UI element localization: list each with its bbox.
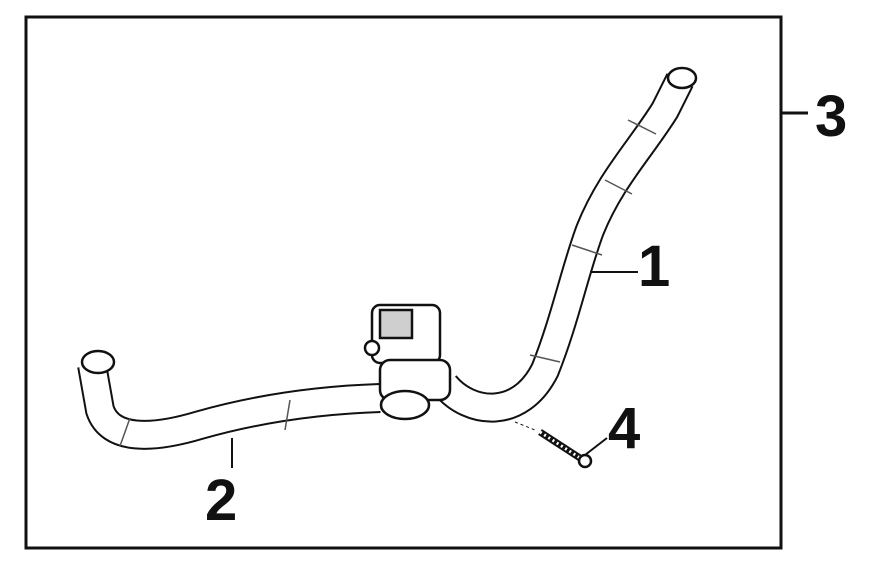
callout-4: 4 xyxy=(608,396,641,461)
leader-line-4 xyxy=(584,437,608,456)
hose-2-clamp xyxy=(80,349,116,375)
hose-1 xyxy=(433,66,698,423)
assembly-frame xyxy=(24,15,783,550)
hose-1-clamp xyxy=(666,66,698,90)
hose-2 xyxy=(77,349,381,450)
air-valve xyxy=(363,303,452,421)
bolt-4 xyxy=(514,421,593,469)
callout-1: 1 xyxy=(638,234,671,299)
callout-3: 3 xyxy=(815,84,848,149)
callout-2: 2 xyxy=(205,468,238,533)
